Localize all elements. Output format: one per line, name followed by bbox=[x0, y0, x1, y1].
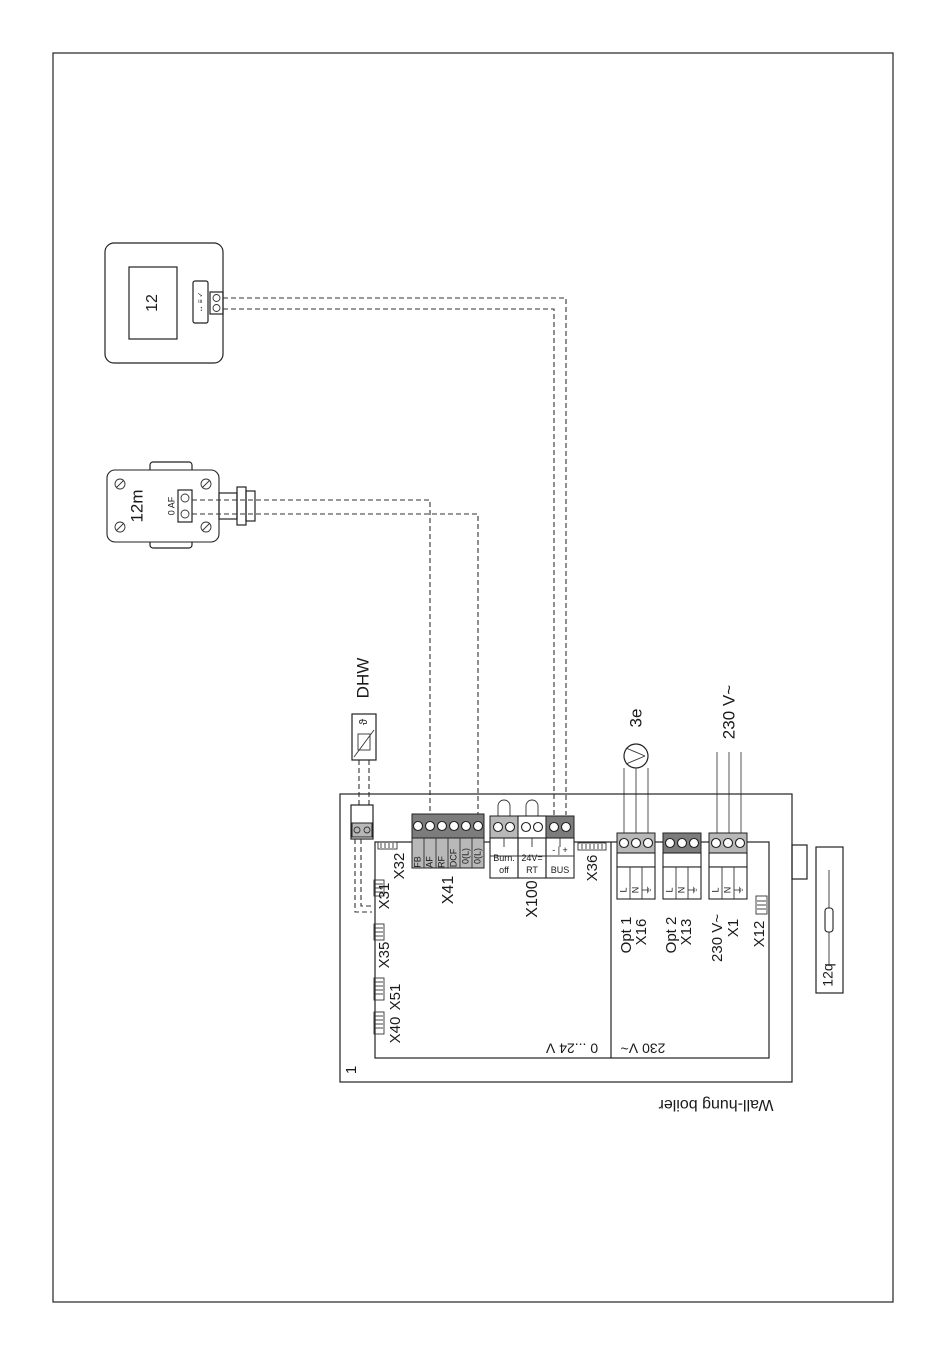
x13-pin-label: L bbox=[664, 887, 674, 892]
af-cable-1 bbox=[192, 500, 430, 815]
x13-label: X13 bbox=[678, 919, 695, 946]
bus-polarity-label: - | + bbox=[552, 845, 568, 855]
x40-label: X40 bbox=[387, 1017, 404, 1044]
x41-label: X41 bbox=[440, 876, 457, 905]
outdoor-sensor: 12m 0 AF bbox=[107, 462, 255, 548]
x1-voltage-label: 230 V~ bbox=[709, 914, 726, 962]
x100-terminal-block: Burn. off 24V= RT - | + BUS X100 bbox=[490, 800, 574, 918]
x16-pin-label: L bbox=[618, 887, 628, 892]
thermostat-screw-1 bbox=[213, 295, 220, 302]
page-frame bbox=[53, 53, 893, 1302]
x16-pin-label: ⏚ bbox=[642, 885, 654, 895]
mains-supply: 230 V~ bbox=[717, 685, 741, 833]
dhw-label: DHW bbox=[353, 658, 372, 699]
af-cable-2 bbox=[192, 514, 478, 815]
bus-cable-minus bbox=[223, 309, 554, 815]
burner-off-bridge bbox=[498, 800, 510, 818]
high-voltage-label: 230 V~ bbox=[621, 1040, 666, 1056]
boiler-type-label: Wall-hung boiler bbox=[658, 1096, 774, 1113]
burner-off-label-1: Burn. bbox=[493, 853, 515, 863]
bus-label: BUS bbox=[551, 865, 570, 875]
rt-label-2: RT bbox=[526, 865, 538, 875]
x12-label: X12 bbox=[751, 921, 768, 948]
x41-pin-label: FB bbox=[412, 856, 422, 868]
x1-pin-label: N bbox=[722, 887, 732, 894]
x100-label: X100 bbox=[524, 880, 541, 917]
x35-label: X35 bbox=[376, 942, 393, 969]
x13-pin-label: N bbox=[676, 887, 686, 894]
x16-terminal-block: L N ⏚ Opt 1 X16 bbox=[617, 833, 655, 953]
x1-terminal-block: L N ⏚ 230 V~ X1 bbox=[709, 833, 747, 962]
x1-pin-label: L bbox=[710, 887, 720, 892]
room-thermostat: 12 ↔ ≡ ✓ bbox=[105, 243, 223, 363]
fuse-label: 12q bbox=[820, 963, 836, 986]
x51-label: X51 bbox=[387, 984, 404, 1011]
bus-cable-plus bbox=[223, 298, 566, 815]
sensor-terminal-label: 0 AF bbox=[166, 496, 176, 515]
fuse-12q: 12q bbox=[792, 845, 843, 993]
x41-pin-label: RF bbox=[436, 856, 446, 868]
x41-pin-label: AF bbox=[424, 856, 434, 868]
sensor-cable-gland bbox=[219, 493, 237, 519]
low-voltage-label: 0 ...24 V bbox=[545, 1040, 598, 1056]
x1-label: X1 bbox=[725, 919, 742, 937]
burner-off-label-2: off bbox=[499, 865, 509, 875]
x41-pin-label: DCF bbox=[448, 848, 458, 867]
x13-pin-label: ⏚ bbox=[688, 885, 700, 895]
thermostat-label: 12 bbox=[144, 294, 161, 312]
x12-connector-group: X12 bbox=[751, 896, 768, 947]
sensor-label: 12m bbox=[127, 489, 146, 522]
x36-label: X36 bbox=[584, 855, 601, 882]
thermostat-screw-2 bbox=[213, 305, 220, 312]
thermostat-housing bbox=[105, 243, 223, 363]
x41-pin-label: 0(L) bbox=[472, 848, 482, 864]
thermostat-control-icons: ↔ ≡ ✓ bbox=[197, 292, 204, 313]
dhw-sensor: DHW ϑ bbox=[351, 658, 376, 912]
board-index: 1 bbox=[343, 1066, 360, 1074]
x16-pin-label: N bbox=[630, 887, 640, 894]
rt-bridge bbox=[526, 800, 538, 818]
mains-label: 230 V~ bbox=[719, 685, 738, 739]
thermostat-terminal bbox=[210, 292, 223, 314]
x41-pin-label: 0(L) bbox=[460, 848, 470, 864]
field-wiring bbox=[192, 298, 566, 815]
rt-label-1: 24V= bbox=[521, 853, 542, 863]
pump-label: 3e bbox=[626, 709, 645, 728]
pump: 3e bbox=[624, 709, 648, 833]
x31-label: X31 bbox=[376, 883, 393, 910]
x32-label: X32 bbox=[391, 853, 408, 880]
x41-terminal-block: FB AF RF DCF 0(L) 0(L) X41 bbox=[412, 814, 484, 904]
x1-pin-label: ⏚ bbox=[734, 885, 746, 895]
dhw-temperature-symbol: ϑ bbox=[358, 719, 370, 725]
x16-label: X16 bbox=[633, 919, 650, 946]
x13-terminal-block: L N ⏚ Opt 2 X13 bbox=[663, 833, 701, 953]
